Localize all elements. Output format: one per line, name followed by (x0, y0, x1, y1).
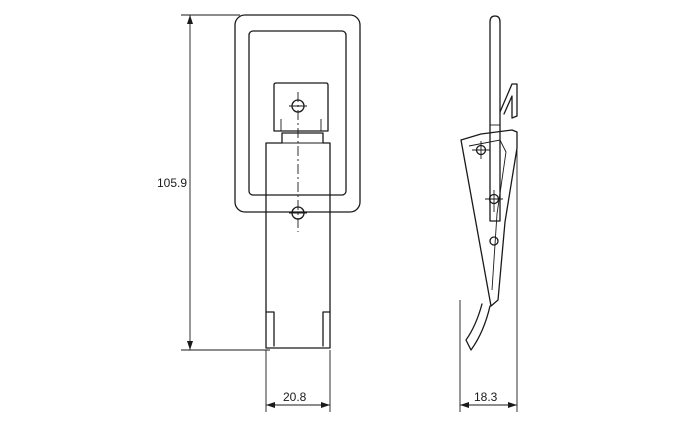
front-width-dimension: 20.8 (265, 350, 331, 412)
height-arrow-top (187, 15, 193, 24)
front-view (234, 14, 361, 349)
height-dimension: 105.9 (157, 14, 270, 351)
hinge-plate (273, 82, 329, 132)
side-width-label: 18.3 (474, 390, 498, 404)
side-lever-inner (468, 139, 507, 291)
loop-ring-outer (234, 14, 361, 213)
side-hinge-bracket (499, 83, 518, 119)
front-width-arrow-right (321, 402, 330, 408)
side-hole (489, 236, 499, 246)
lever-lip (265, 311, 331, 347)
side-width-dimension: 18.3 (459, 150, 518, 412)
side-width-arrow-right (508, 402, 517, 408)
front-width-arrow-left (266, 402, 275, 408)
hinge-plate-fold (280, 119, 322, 131)
side-view (460, 15, 518, 351)
side-loop-bar (489, 15, 501, 222)
loop-ring-inner (248, 30, 347, 196)
side-spring-tail (465, 303, 491, 351)
side-lever (460, 129, 518, 307)
height-arrow-bottom (187, 341, 193, 350)
side-width-arrow-left (460, 402, 469, 408)
height-label: 105.9 (157, 176, 187, 190)
front-width-label: 20.8 (283, 390, 307, 404)
